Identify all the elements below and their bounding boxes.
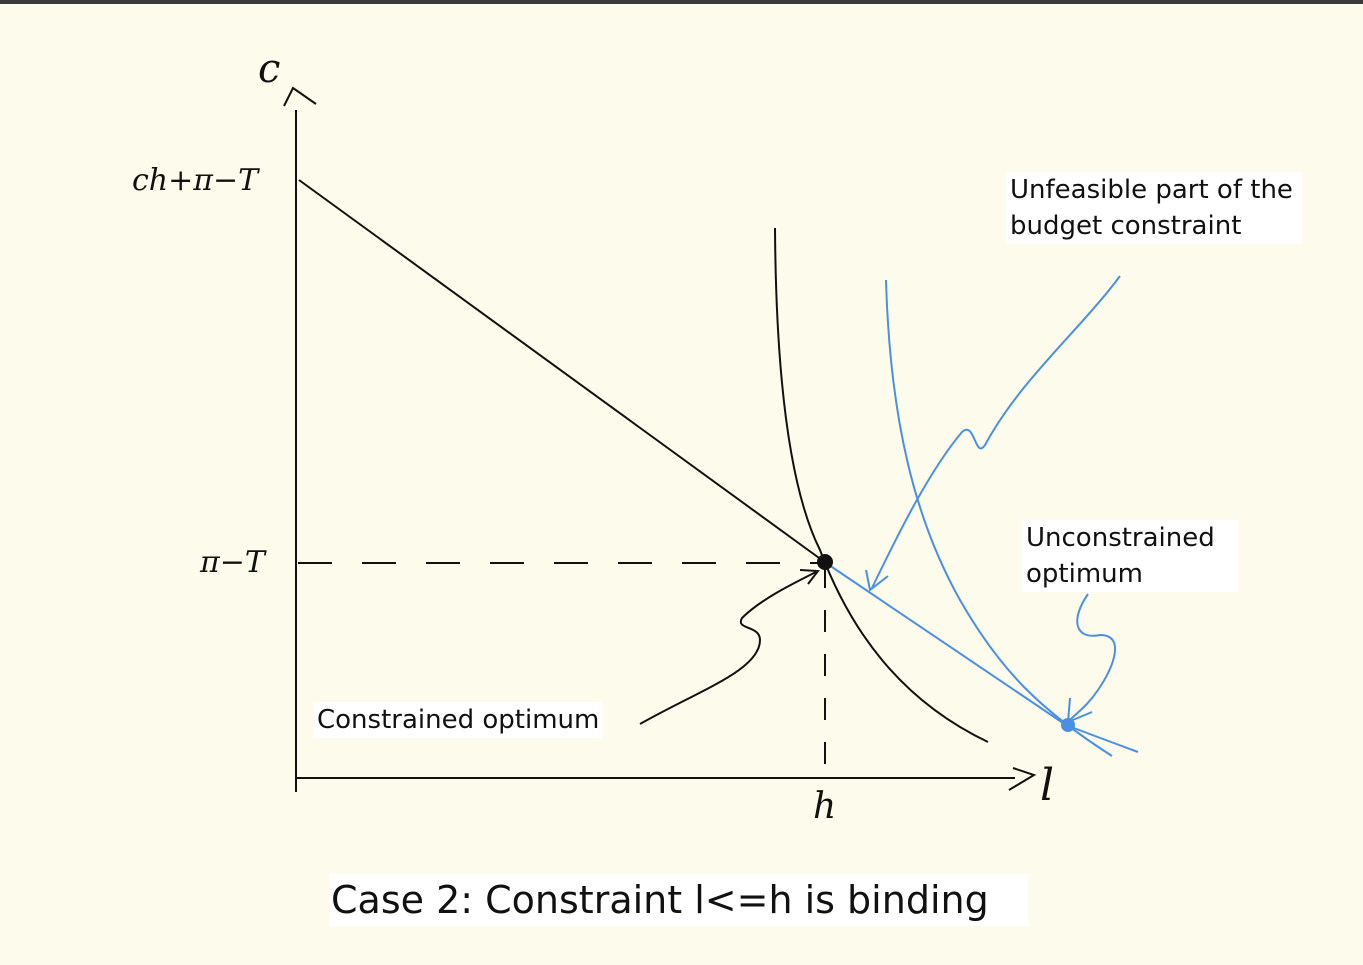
unfeasible-annotation-line1: Unfeasible part of the [1010, 175, 1293, 205]
unfeasible-arrow [871, 275, 1121, 589]
y-axis-arrowhead [283, 86, 317, 107]
unconstrained-annotation-line2: optimum [1026, 559, 1143, 589]
unconstrained-arrowhead [1066, 697, 1093, 724]
unconstrained-arrow [1069, 593, 1116, 721]
unfeasible-annotation: Unfeasible part of the budget constraint [1006, 172, 1302, 244]
y-tick-top-label: ch+π−T [132, 163, 260, 198]
indifference-curve-constrained [774, 227, 989, 743]
budget-line-unfeasible [825, 562, 1067, 726]
unconstrained-annotation: Unconstrained optimum [1022, 520, 1238, 592]
y-axis-label: c [258, 46, 280, 92]
x-axis-arrowhead [1008, 767, 1037, 791]
window-top-border [0, 0, 1363, 4]
constrained-optimum-arrow [639, 571, 817, 725]
constrained-optimum-arrowhead [799, 569, 820, 585]
x-axis-label: l [1040, 760, 1054, 811]
constrained-optimum-point [817, 554, 833, 570]
unfeasible-arrowhead [865, 569, 889, 592]
unconstrained-annotation-line1: Unconstrained [1026, 523, 1215, 553]
y-tick-mid-label: π−T [199, 545, 267, 580]
unfeasible-annotation-line2: budget constraint [1010, 211, 1242, 241]
slide-caption: Case 2: Constraint l<=h is binding [329, 874, 1028, 926]
budget-line-tail [1065, 724, 1139, 753]
constrained-annotation: Constrained optimum [313, 702, 604, 738]
budget-line-feasible [298, 179, 827, 564]
indifference-curve-unconstrained [885, 279, 1113, 757]
x-tick-label: h [813, 786, 836, 827]
